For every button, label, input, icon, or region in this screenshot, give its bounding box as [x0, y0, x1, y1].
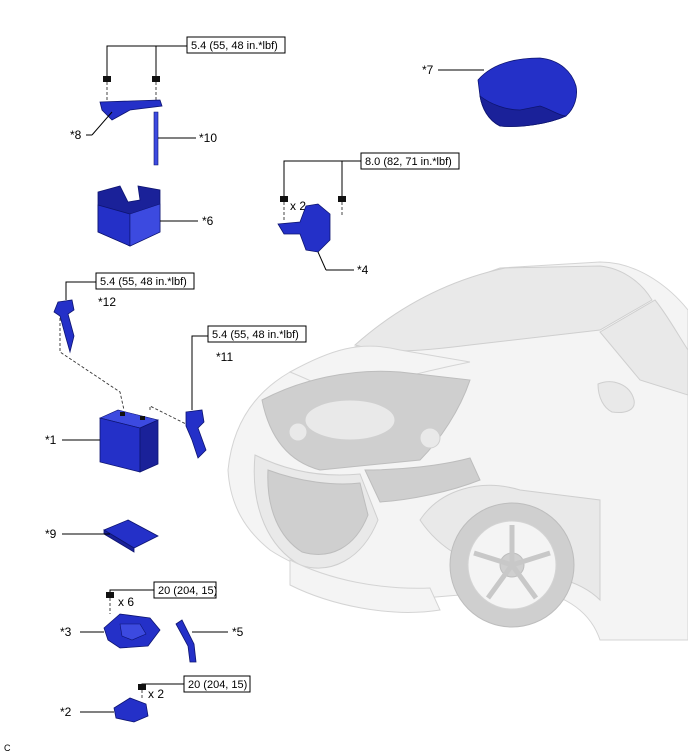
- callout-3: *3: [60, 625, 72, 639]
- bolt-icon: [338, 196, 346, 202]
- callout-10: *10: [199, 131, 217, 145]
- torque-box-bracket: [360, 152, 460, 170]
- callout-11: *11: [216, 350, 233, 364]
- part-9-group: *9: [45, 519, 159, 553]
- part-1-group: *1: [45, 409, 159, 473]
- bolt-icon: [106, 592, 114, 598]
- part-3-group: 20 (204, 15) x 6 *3: [60, 581, 217, 649]
- part-5-group: *5: [175, 619, 244, 663]
- part-2-group: 20 (204, 15) x 2 *2: [60, 675, 251, 723]
- figure-corner-label: C: [4, 743, 11, 753]
- vehicle-illustration: [227, 261, 688, 641]
- callout-7: *7: [422, 63, 434, 77]
- torque-box-12: [95, 272, 195, 290]
- part-4-group: 8.0 (82, 71 in.*lbf) x 2 *4: [277, 152, 460, 277]
- part-5-cable: [175, 619, 197, 663]
- torque-label-top: 5.4 (55, 48 in.*lbf): [191, 40, 278, 52]
- part-11-terminal: [185, 409, 207, 459]
- bolt-icon: [138, 684, 146, 690]
- bolt-icon: [152, 76, 160, 82]
- torque-box-3: [153, 581, 217, 599]
- callout-6: *6: [202, 214, 214, 228]
- torque-box-top: [186, 36, 286, 54]
- callout-4: *4: [357, 263, 369, 277]
- bolt-icon: [103, 76, 111, 82]
- torque-label-11: 5.4 (55, 48 in.*lbf): [212, 329, 299, 341]
- part-2-bracket: [113, 697, 149, 723]
- part-1-battery: [99, 417, 141, 473]
- callout-5: *5: [232, 625, 244, 639]
- torque-label-bracket: 8.0 (82, 71 in.*lbf): [365, 156, 452, 168]
- torque-label-2: 20 (204, 15): [188, 679, 247, 691]
- part-8-bracket: [99, 99, 163, 121]
- quantity-4: x 2: [290, 199, 306, 213]
- callout-9: *9: [45, 527, 57, 541]
- quantity-2: x 2: [148, 687, 164, 701]
- torque-box-11: [207, 325, 307, 343]
- part-7-group: *7: [422, 57, 577, 127]
- callout-2: *2: [60, 705, 72, 719]
- part-10-rod: [153, 111, 159, 166]
- part-11-group: 5.4 (55, 48 in.*lbf) *11: [149, 325, 307, 459]
- part-12-terminal: [53, 299, 75, 354]
- part-9-tray: [103, 519, 159, 549]
- part-4-bracket: [277, 203, 331, 253]
- torque-label-12: 5.4 (55, 48 in.*lbf): [100, 276, 187, 288]
- bolt-icon: [280, 196, 288, 202]
- part-12-group: 5.4 (55, 48 in.*lbf) *12: [53, 272, 195, 411]
- part-8-group: 5.4 (55, 48 in.*lbf) *8 *10: [70, 36, 286, 166]
- torque-label-3: 20 (204, 15): [158, 585, 217, 597]
- quantity-3: x 6: [118, 595, 134, 609]
- part-6-group: *6: [97, 185, 214, 247]
- callout-12: *12: [98, 295, 116, 309]
- callout-1: *1: [45, 433, 57, 447]
- torque-box-2: [183, 675, 251, 693]
- callout-8: *8: [70, 128, 82, 142]
